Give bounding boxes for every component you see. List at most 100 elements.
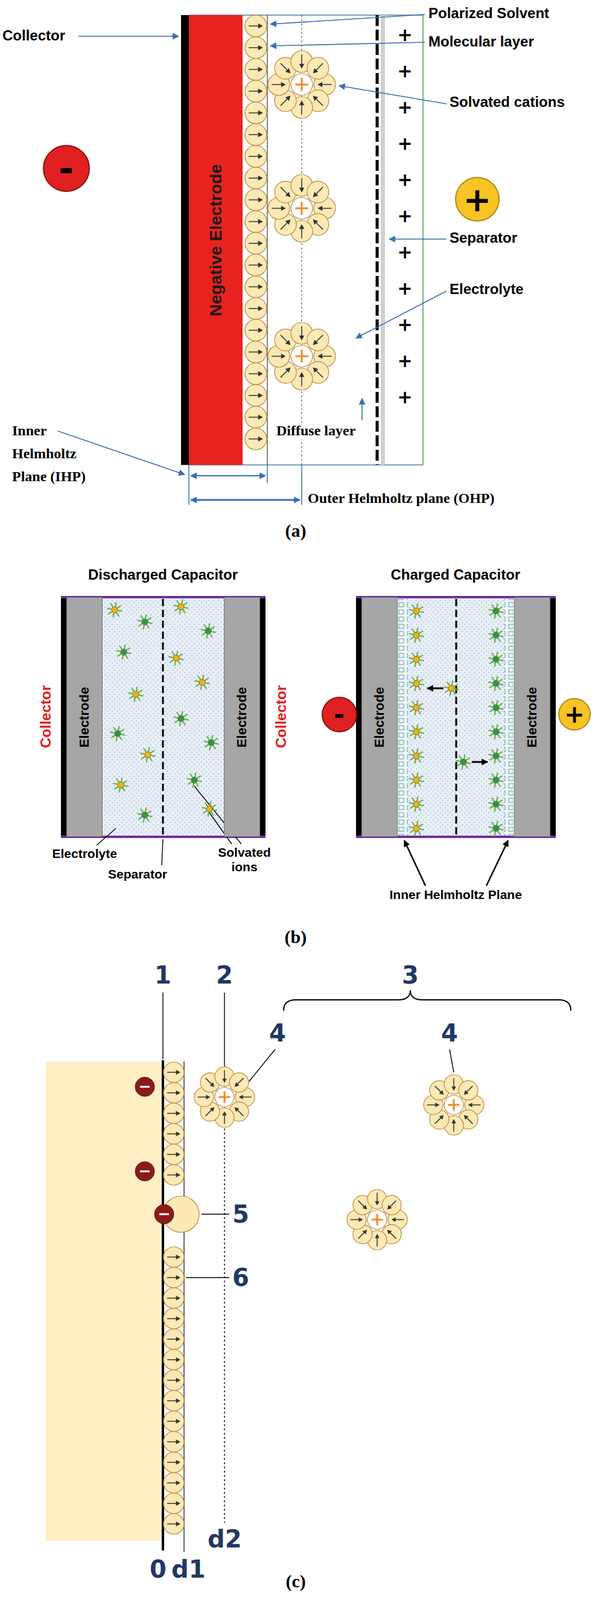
drawing-stroke bbox=[163, 1328, 185, 1349]
drawing-stroke bbox=[451, 1085, 457, 1090]
drawing-stroke bbox=[163, 1512, 185, 1534]
charge-sign: + bbox=[397, 313, 413, 335]
drawing-stroke bbox=[389, 1200, 396, 1207]
drawing-stroke bbox=[258, 414, 264, 420]
drawing-stroke bbox=[132, 690, 139, 697]
drawing-stroke bbox=[413, 631, 420, 638]
drawing-stroke bbox=[159, 1212, 169, 1215]
drawing-stroke bbox=[413, 752, 420, 759]
drawing-stroke bbox=[185, 1276, 230, 1277]
drawing-stroke bbox=[313, 339, 319, 346]
drawing-stroke bbox=[301, 77, 303, 92]
label: Electrolyte bbox=[52, 846, 118, 861]
drawing-stroke bbox=[176, 1356, 182, 1362]
drawing-stroke bbox=[493, 704, 500, 711]
drawing-stroke bbox=[176, 1151, 182, 1157]
drawing-stroke bbox=[317, 205, 323, 212]
drawing-stroke bbox=[205, 1094, 210, 1099]
drawing-stroke bbox=[234, 1081, 240, 1087]
drawing-stroke bbox=[280, 187, 288, 195]
drawing-stroke bbox=[362, 1204, 368, 1210]
drawing-stroke bbox=[313, 95, 319, 102]
drawing-stroke bbox=[439, 1089, 445, 1095]
drawing-stroke bbox=[493, 752, 500, 759]
drawing-stroke bbox=[208, 739, 215, 746]
drawing-stroke bbox=[78, 35, 179, 37]
drawing-stroke bbox=[493, 680, 500, 687]
drawing-stroke bbox=[236, 1077, 244, 1085]
label: Diffuse layer bbox=[274, 422, 358, 439]
drawing-stroke bbox=[162, 598, 165, 836]
charge-sign: + bbox=[397, 386, 413, 408]
terminal-circle: + bbox=[454, 176, 500, 222]
drawing-stroke bbox=[422, 15, 424, 465]
drawing-stroke bbox=[244, 58, 267, 81]
drawing-stroke bbox=[444, 1094, 464, 1114]
drawing-stroke bbox=[223, 1069, 226, 1080]
drawing-stroke bbox=[167, 1337, 178, 1340]
drawing-stroke bbox=[464, 1089, 469, 1095]
drawing-stroke bbox=[550, 596, 556, 837]
callout-number: 4 bbox=[269, 1018, 287, 1047]
drawing-stroke bbox=[271, 355, 283, 357]
drawing-stroke bbox=[283, 989, 571, 1011]
electrode-band: Electrode bbox=[66, 596, 103, 837]
drawing-stroke bbox=[163, 1410, 185, 1431]
drawing-stroke bbox=[167, 1091, 178, 1093]
drawing-stroke bbox=[307, 328, 329, 351]
molecule-drawings bbox=[107, 15, 504, 1534]
drawing-stroke bbox=[281, 205, 287, 212]
drawing-stroke bbox=[135, 1161, 155, 1181]
drawing-stroke bbox=[258, 175, 264, 182]
drawing-stroke bbox=[258, 66, 264, 73]
drawing-stroke bbox=[139, 1085, 150, 1088]
drawing-stroke bbox=[154, 1203, 174, 1224]
callout-number: 2 bbox=[216, 960, 233, 989]
label: Electrolyte bbox=[449, 280, 524, 298]
node-text: Negative Electrode bbox=[206, 163, 226, 316]
drawing-stroke bbox=[260, 596, 266, 837]
charge-sign: + bbox=[397, 349, 413, 372]
drawing-stroke bbox=[258, 23, 264, 29]
drawing-stroke bbox=[376, 1236, 378, 1247]
drawing-stroke bbox=[201, 1212, 230, 1214]
drawing-stroke bbox=[266, 464, 268, 483]
drawing-stroke bbox=[163, 1287, 185, 1308]
drawing-stroke bbox=[453, 1098, 455, 1110]
node-text: - bbox=[59, 147, 75, 190]
drawing-stroke bbox=[163, 1102, 185, 1123]
drawing-stroke bbox=[301, 464, 303, 505]
drawing-stroke bbox=[389, 1230, 396, 1238]
terminal-circle: - bbox=[42, 144, 90, 192]
drawing-stroke bbox=[285, 339, 291, 346]
drawing-stroke bbox=[301, 103, 303, 115]
drawing-stroke bbox=[176, 1315, 182, 1321]
drawing-stroke bbox=[313, 367, 319, 373]
drawing-stroke bbox=[448, 684, 455, 691]
panel-a-frame bbox=[181, 15, 424, 505]
drawing-stroke bbox=[376, 1212, 379, 1225]
drawing-stroke bbox=[321, 355, 332, 357]
drawing-stroke bbox=[358, 1200, 366, 1207]
drawing-stroke bbox=[307, 181, 329, 203]
drawing-stroke bbox=[258, 45, 264, 51]
drawing-stroke bbox=[223, 992, 225, 1087]
label: Charged Capacitor bbox=[391, 566, 521, 583]
drawing-stroke bbox=[280, 63, 288, 71]
drawing-stroke bbox=[248, 242, 260, 244]
drawing-stroke bbox=[236, 1108, 244, 1116]
drawing-stroke bbox=[176, 1253, 182, 1259]
drawing-stroke bbox=[394, 1218, 405, 1220]
drawing-stroke bbox=[248, 47, 260, 49]
drawing-stroke bbox=[258, 305, 264, 312]
drawing-stroke bbox=[248, 307, 260, 309]
callout-number: 0 bbox=[149, 1554, 167, 1583]
drawing-stroke bbox=[167, 1132, 178, 1134]
drawing-stroke bbox=[206, 805, 213, 812]
drawing-stroke bbox=[299, 371, 305, 377]
drawing-stroke bbox=[248, 351, 260, 353]
drawing-stroke bbox=[493, 800, 500, 807]
drawing-stroke bbox=[317, 353, 323, 360]
drawing-stroke bbox=[178, 715, 185, 722]
drawing-stroke bbox=[244, 406, 267, 428]
